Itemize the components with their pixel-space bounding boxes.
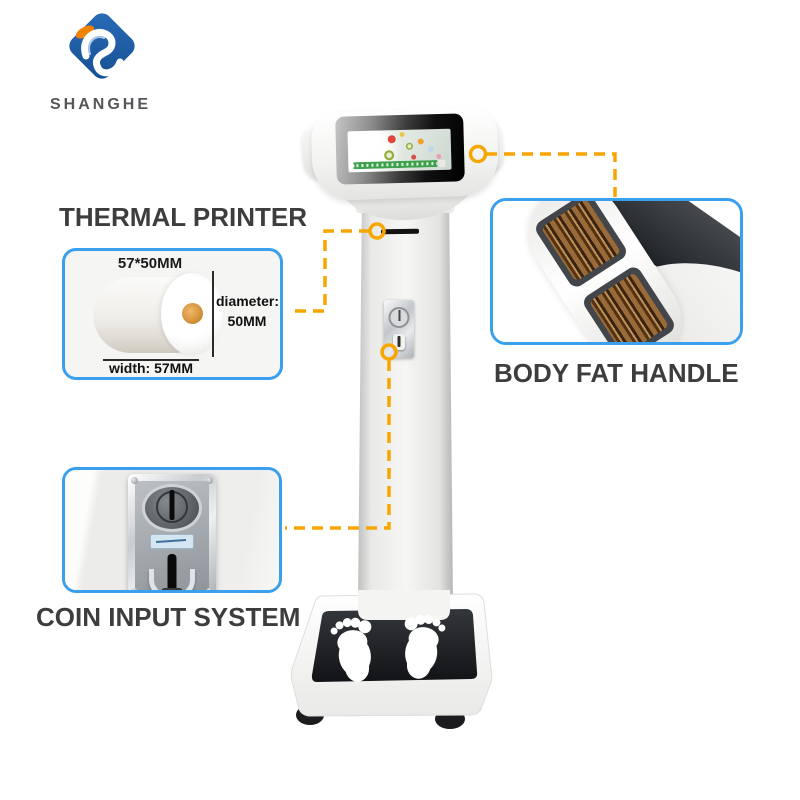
width-label: width: 57MM — [109, 360, 193, 376]
scale-base-platform — [290, 590, 493, 729]
printer-leader-line — [288, 229, 370, 313]
diameter-dimension-line — [212, 271, 214, 357]
coin-return-lever-closeup — [149, 569, 195, 590]
thermal-printer-inset: 57*50MM diameter: 50MM width: 57MM — [62, 248, 283, 380]
coin-acceptor-closeup — [128, 474, 216, 590]
shanghe-logo-icon — [69, 13, 135, 79]
footprint-left — [330, 617, 372, 682]
coin-input-inset — [62, 467, 282, 593]
screw-icon — [131, 588, 138, 590]
screw-icon — [131, 477, 138, 484]
coin-slot — [167, 554, 177, 590]
screw-icon — [206, 588, 213, 590]
copper-electrode-strips — [588, 272, 670, 342]
handle-leader-line — [486, 152, 617, 197]
scale-pole — [357, 206, 454, 608]
body-fat-handle-inset — [490, 198, 743, 345]
screen-bezel — [335, 113, 465, 185]
footprint-right — [404, 614, 446, 679]
width-dimension-line — [103, 359, 199, 361]
brand-name: SHANGHE — [50, 96, 152, 113]
kiwi-dot — [384, 150, 395, 161]
diameter-label: diameter: — [216, 293, 280, 309]
coin-acceptor-dial — [388, 307, 410, 328]
brand-logo — [48, 12, 188, 122]
coin-return-lever — [393, 334, 405, 350]
touch-screen — [347, 128, 452, 173]
thermal-printer-title: THERMAL PRINTER — [59, 202, 307, 232]
coin-entry-dial — [142, 484, 202, 532]
printer-paper-slot — [380, 228, 420, 235]
acceptor-brand-label — [150, 534, 194, 549]
screw-icon — [206, 477, 213, 484]
diameter-value: 50MM — [227, 313, 267, 329]
body-fat-handle-title: BODY FAT HANDLE — [494, 358, 739, 388]
coin-acceptor-on-pole — [384, 300, 414, 358]
paper-spec: 57*50MM — [117, 255, 183, 272]
screen-banner — [353, 160, 438, 170]
paper-roll-core — [182, 303, 203, 324]
fruit-dot — [387, 135, 396, 144]
copper-electrode-strips — [540, 201, 622, 282]
coin-input-title: COIN INPUT SYSTEM — [36, 602, 301, 632]
pole-base-tab — [358, 590, 450, 620]
